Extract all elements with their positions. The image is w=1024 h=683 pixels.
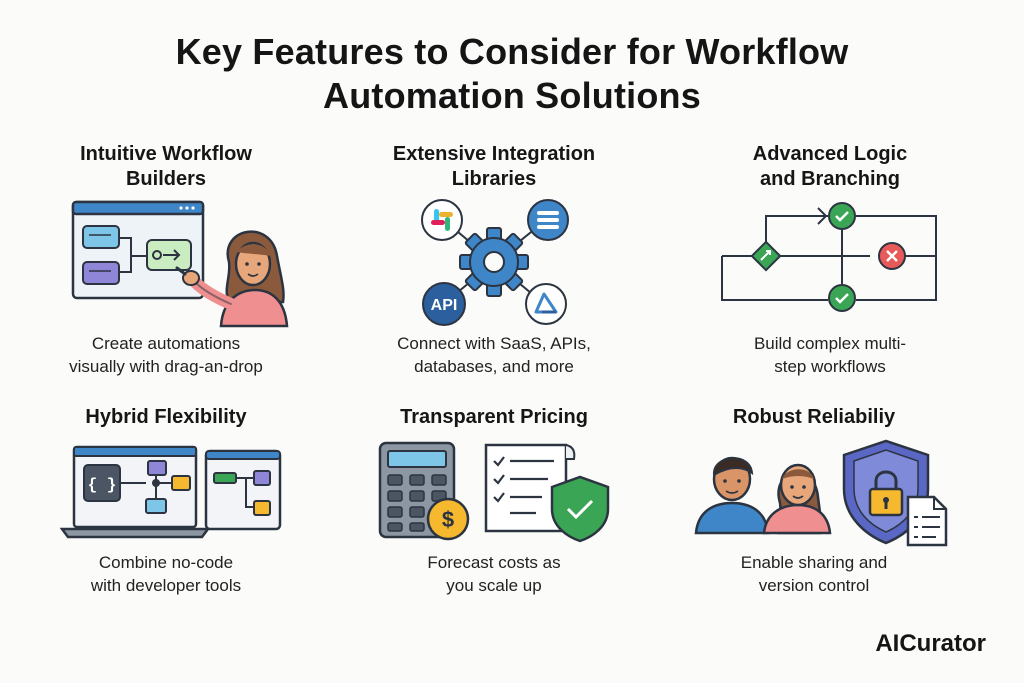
hybrid-illustration: { } [60, 445, 282, 539]
feature-title-line: Robust Reliabiliy [732, 406, 896, 428]
dollar-coin-icon: $ [426, 497, 470, 541]
cloud-app-icon [525, 283, 567, 325]
shield-check-icon [550, 475, 610, 543]
feature-description-line: Build complex multi- [753, 334, 907, 353]
feature-description-line: visually with drag-an-drop [69, 357, 263, 376]
feature-workflow-builders: Intuitive Workflow Builders [16, 142, 316, 382]
brand-logo: AICurator [875, 630, 986, 657]
feature-robust-reliability: Robust Reliabiliy [664, 405, 964, 605]
feature-description: Connect with SaaS, APIs, databases, and … [344, 332, 644, 378]
feature-title-line: Builders [125, 168, 207, 190]
check-circle-icon [828, 202, 856, 230]
document-icon [906, 495, 948, 547]
feature-description-line: Create automations [91, 334, 241, 353]
page-title: Key Features to Consider for Workflow Au… [0, 30, 1024, 118]
code-braces-icon: { } [83, 464, 121, 502]
feature-transparent-pricing: Transparent Pricing $ [344, 405, 644, 605]
check-circle-icon [828, 284, 856, 312]
woman-pointing-icon [175, 230, 289, 328]
slack-icon [421, 199, 463, 241]
workflow-builder-window-icon [71, 200, 205, 300]
workflow-builder-illustration [71, 200, 289, 328]
feature-title-line: Hybrid Flexibility [85, 406, 247, 428]
feature-title-line: Advanced Logic [752, 143, 908, 165]
feature-description-line: step workflows [774, 357, 886, 376]
feature-title-line: and Branching [759, 168, 900, 190]
feature-description-line: with developer tools [90, 576, 242, 595]
feature-description-line: version control [758, 576, 870, 595]
feature-description: Forecast costs as you scale up [344, 551, 644, 597]
woman-avatar-icon [762, 463, 832, 535]
feature-title: Intuitive Workflow Builders [16, 142, 316, 192]
feature-description-line: Enable sharing and [740, 553, 888, 572]
tablet-flow-icon [204, 449, 282, 531]
api-label: API [431, 297, 458, 314]
feature-title: Extensive Integration Libraries [344, 142, 644, 192]
feature-description-line: databases, and more [414, 357, 574, 376]
reliability-illustration [694, 439, 948, 547]
feature-description-line: Combine no-code [98, 553, 234, 572]
feature-description: Create automations visually with drag-an… [16, 332, 316, 378]
x-circle-icon [878, 242, 906, 270]
integration-illustration: API [421, 199, 569, 326]
page-title-line-1: Key Features to Consider for Workflow [175, 31, 849, 72]
feature-description-line: Forecast costs as [427, 553, 561, 572]
feature-title: Advanced Logic and Branching [680, 142, 980, 192]
pricing-illustration: $ [378, 441, 610, 543]
feature-title: Hybrid Flexibility [16, 405, 316, 430]
feature-title: Robust Reliabiliy [664, 405, 964, 430]
feature-title-line: Intuitive Workflow [80, 143, 252, 165]
feature-description: Combine no-code with developer tools [16, 551, 316, 597]
branching-illustration [721, 202, 937, 312]
page-title-line-2: Automation Solutions [323, 75, 701, 116]
man-avatar-icon [694, 456, 770, 535]
code-label: { } [88, 476, 117, 494]
database-icon [527, 199, 569, 241]
feature-description: Build complex multi- step workflows [680, 332, 980, 378]
api-icon: API [422, 282, 466, 326]
feature-integration-libraries: Extensive Integration Libraries [344, 142, 644, 382]
feature-description-line: Connect with SaaS, APIs, [397, 334, 591, 353]
feature-title-line: Extensive Integration [392, 143, 596, 165]
feature-description-line: you scale up [446, 576, 542, 595]
feature-logic-branching: Advanced Logic and Branching [680, 142, 980, 382]
coin-label: $ [442, 507, 454, 532]
feature-hybrid-flexibility: Hybrid Flexibility { } Combine no-code [16, 405, 316, 605]
decision-diamond-icon [750, 240, 782, 272]
feature-description: Enable sharing and version control [664, 551, 964, 597]
feature-title: Transparent Pricing [344, 405, 644, 430]
feature-title-line: Transparent Pricing [400, 406, 588, 428]
gear-icon [459, 227, 529, 297]
checklist-icon [484, 443, 576, 533]
feature-title-line: Libraries [451, 168, 537, 190]
